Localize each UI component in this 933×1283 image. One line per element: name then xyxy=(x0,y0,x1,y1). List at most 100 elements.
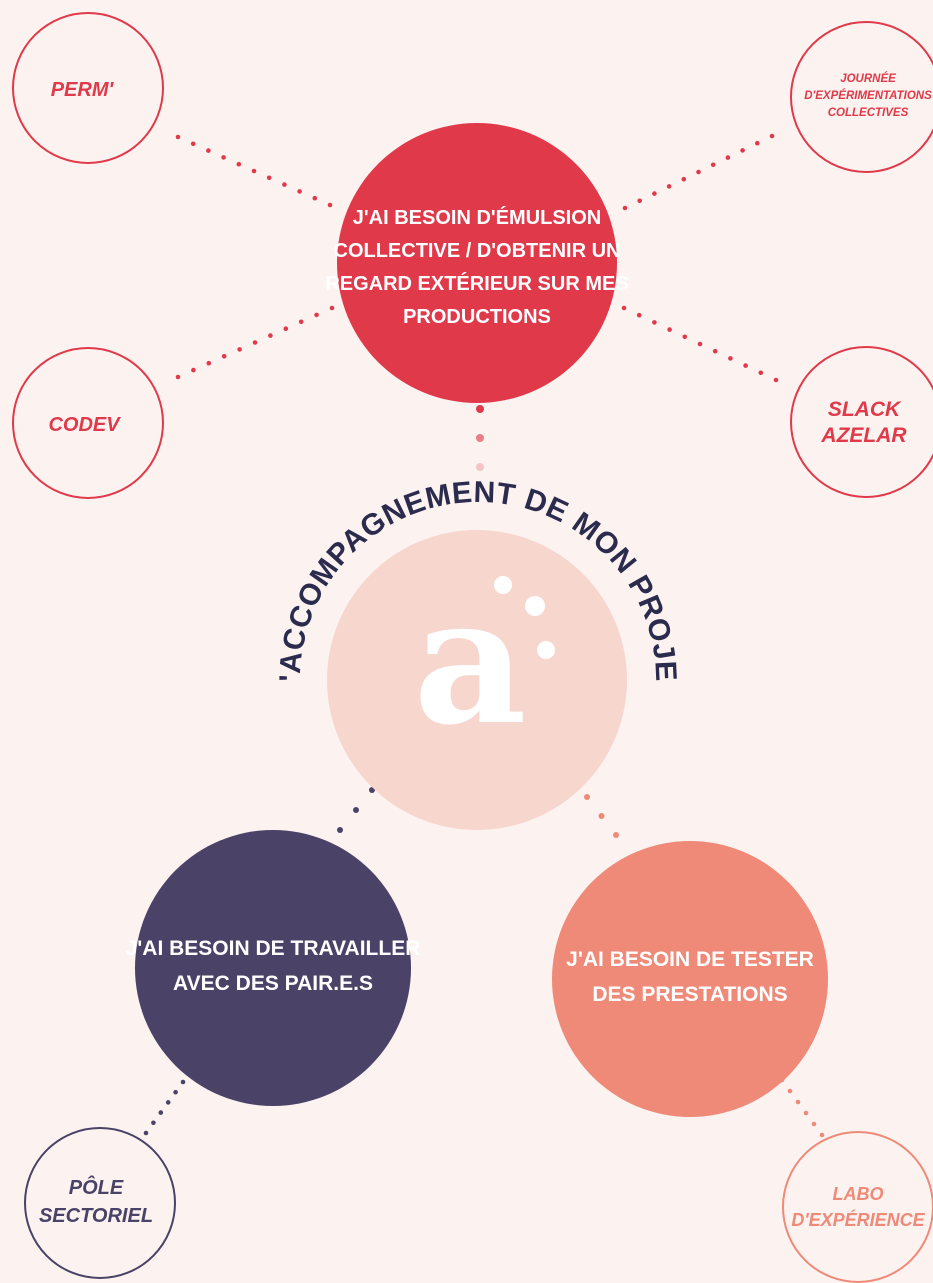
satellite-codev-label: CODEV xyxy=(48,414,121,436)
connector-dot xyxy=(681,176,687,182)
connector-dot xyxy=(266,175,272,181)
satellite-pole-line-1: PÔLE xyxy=(69,1175,124,1199)
connector-dot xyxy=(652,191,657,196)
connector-dot xyxy=(743,363,748,368)
connector-dot xyxy=(221,155,226,160)
satellite-slack-line-2: AZELAR xyxy=(820,424,907,447)
satellite-perm: PERM' xyxy=(12,12,164,164)
connector-dot xyxy=(725,155,731,160)
connector-dot xyxy=(251,168,257,174)
connector-dot xyxy=(773,377,779,383)
satellite-labo-line-1: LABO xyxy=(833,1184,884,1204)
connector-dot xyxy=(819,1132,825,1138)
connector-dot xyxy=(221,354,227,359)
hub-top-line-4: PRODUCTIONS xyxy=(403,306,551,328)
connector-dot xyxy=(143,1130,149,1136)
hub-right-line-1: J'AI BESOIN DE TESTER xyxy=(566,948,814,971)
connector-dot xyxy=(353,807,359,813)
connector-dot xyxy=(758,370,764,376)
connector-dot xyxy=(696,169,701,175)
connector-dot xyxy=(329,305,335,311)
azelar-a-logo-icon: a xyxy=(413,559,555,764)
connector-dot xyxy=(165,1100,171,1105)
satellite-codev: CODEV xyxy=(12,347,164,499)
connector-dot xyxy=(636,312,642,318)
connector-hub-left-to-pole xyxy=(143,1079,186,1136)
connector-dot xyxy=(312,195,318,201)
connector-dot xyxy=(268,333,273,338)
connector-dot xyxy=(297,189,302,194)
connector-dot xyxy=(206,148,211,153)
connector-dot xyxy=(175,374,181,380)
connector-perm-to-hub-top xyxy=(175,134,333,208)
connector-dot xyxy=(666,184,672,189)
satellite-perm-label: PERM' xyxy=(51,79,115,101)
satellite-slack: SLACK AZELAR xyxy=(790,346,933,498)
satellite-labo-line-2: D'EXPÉRIENCE xyxy=(791,1209,925,1230)
hub-top-line-1: J'AI BESOIN D'ÉMULSION xyxy=(353,206,601,229)
connector-dot xyxy=(682,334,688,340)
connector-dot xyxy=(697,341,703,347)
satellite-journee: JOURNÉE D'EXPÉRIMENTATIONS COLLECTIVES xyxy=(790,21,933,173)
connector-dot xyxy=(803,1110,809,1116)
connector-dot xyxy=(476,405,484,413)
connector-dot xyxy=(206,360,212,366)
connector-dot xyxy=(190,141,196,147)
satellite-pole: PÔLE SECTORIEL xyxy=(24,1127,176,1279)
hub-right: J'AI BESOIN DE TESTER DES PRESTATIONS xyxy=(552,841,828,1117)
connector-dot xyxy=(282,182,287,187)
connector-dot xyxy=(180,1079,186,1085)
connector-dot xyxy=(476,434,484,442)
connector-dot xyxy=(637,198,642,204)
svg-text:a: a xyxy=(413,559,526,764)
connector-dot xyxy=(740,148,745,153)
connector-dot xyxy=(252,340,258,345)
connector-dot xyxy=(337,827,343,833)
connector-hub-top-to-center xyxy=(476,405,484,471)
center-node: a xyxy=(327,530,627,830)
connector-dot xyxy=(237,347,242,352)
connector-dot xyxy=(795,1099,801,1105)
connector-dot xyxy=(476,463,484,471)
connector-dot xyxy=(787,1088,793,1094)
connector-journee-to-hub-top xyxy=(622,133,775,211)
connector-dot xyxy=(667,327,672,332)
connector-dot xyxy=(283,326,289,332)
connector-dot xyxy=(710,162,716,168)
connector-dot xyxy=(236,161,242,167)
connector-dot xyxy=(191,367,196,373)
connector-center-to-hub-right xyxy=(584,794,619,838)
connector-dot xyxy=(769,133,775,139)
satellite-labo: LABO D'EXPÉRIENCE xyxy=(782,1131,933,1283)
connector-dot xyxy=(584,794,590,800)
connector-codev-to-hub-top xyxy=(175,305,335,380)
hub-right-line-2: DES PRESTATIONS xyxy=(592,983,787,1006)
satellite-journee-line-2: D'EXPÉRIMENTATIONS xyxy=(804,89,932,102)
satellite-journee-line-3: COLLECTIVES xyxy=(828,107,909,119)
connector-dot xyxy=(314,312,319,318)
connector-dot xyxy=(298,319,304,325)
hub-top: J'AI BESOIN D'ÉMULSION COLLECTIVE / D'OB… xyxy=(325,123,629,403)
connector-slack-to-hub-top xyxy=(621,305,779,383)
connector-dot xyxy=(728,356,733,361)
connector-dot xyxy=(621,305,627,311)
hub-left: J'AI BESOIN DE TRAVAILLER AVEC DES PAIR.… xyxy=(126,830,421,1106)
connector-dot xyxy=(158,1110,164,1115)
connector-dot xyxy=(811,1121,817,1127)
satellite-pole-line-2: SECTORIEL xyxy=(39,1205,153,1227)
hub-top-line-3: REGARD EXTÉRIEUR SUR MES xyxy=(325,272,628,295)
connector-dot xyxy=(173,1089,178,1095)
dotted-connectors xyxy=(143,133,825,1138)
connector-dot xyxy=(151,1120,156,1126)
satellite-journee-line-1: JOURNÉE xyxy=(840,72,896,85)
connector-center-to-hub-left xyxy=(337,787,375,833)
hub-left-line-1: J'AI BESOIN DE TRAVAILLER xyxy=(126,937,421,960)
connector-dot xyxy=(598,813,605,819)
connector-dot xyxy=(712,348,718,354)
connector-dot xyxy=(613,832,619,838)
hub-top-line-2: COLLECTIVE / D'OBTENIR UN xyxy=(334,240,621,262)
connector-dot xyxy=(175,134,181,140)
connector-dot xyxy=(755,140,760,146)
connector-dot xyxy=(327,202,333,208)
